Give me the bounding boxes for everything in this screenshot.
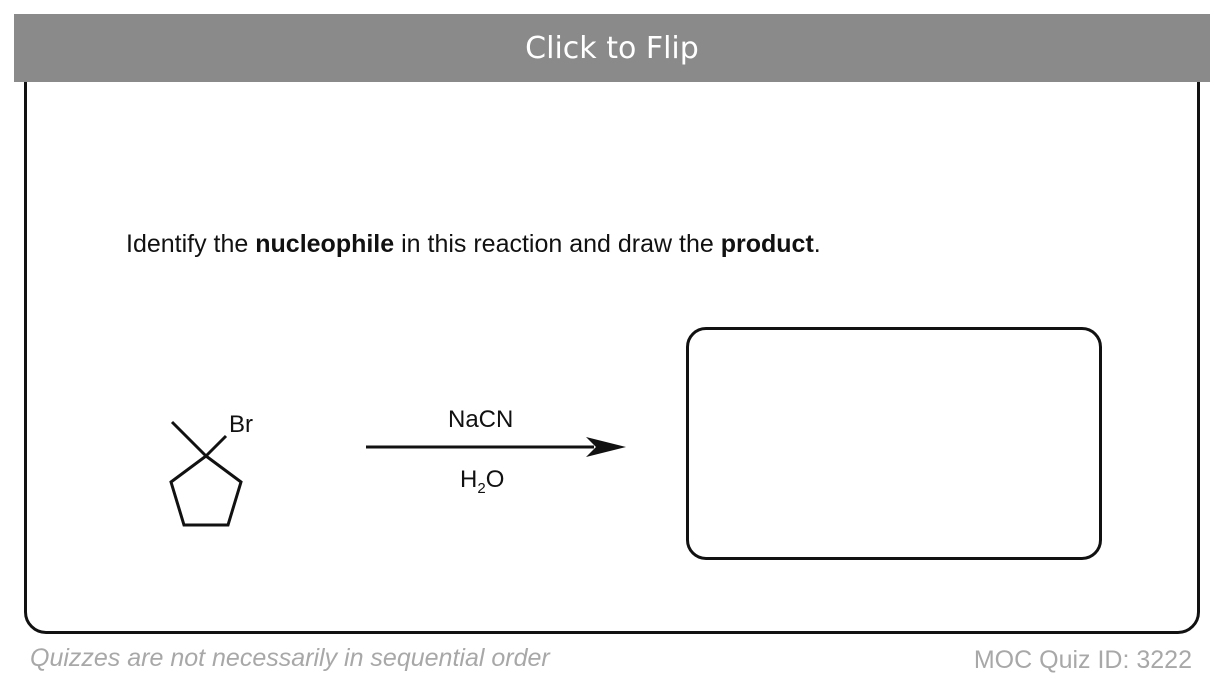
reactant-structure: Br: [169, 411, 253, 527]
reaction-arrow-icon: [366, 437, 626, 457]
sequence-note: Quizzes are not necessarily in sequentia…: [30, 644, 550, 672]
bromo-bond: [204, 434, 228, 458]
question-text: Identify the nucleophile in this reactio…: [126, 230, 821, 258]
reagent-bottom: H2O: [460, 466, 505, 497]
click-to-flip-button[interactable]: Click to Flip: [14, 14, 1210, 82]
keyword-product: product: [720, 230, 814, 258]
product-answer-box[interactable]: [686, 327, 1102, 560]
flip-label: Click to Flip: [525, 30, 699, 66]
bromo-label: Br: [229, 411, 253, 438]
methyl-bond: [170, 420, 208, 458]
cyclopentane-ring: [169, 454, 243, 527]
reagent-top: NaCN: [448, 406, 514, 433]
keyword-nucleophile: nucleophile: [255, 230, 395, 258]
quiz-id: MOC Quiz ID: 3222: [973, 646, 1192, 674]
